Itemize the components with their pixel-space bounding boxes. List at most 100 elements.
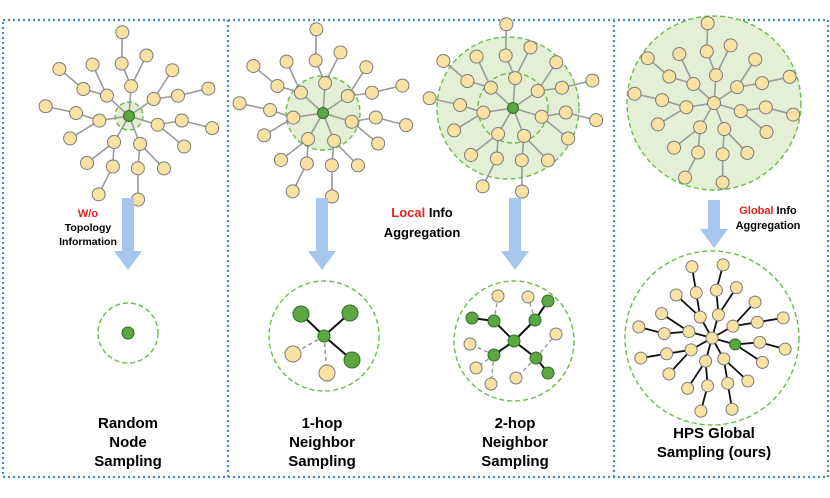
result-global-node	[684, 343, 698, 357]
graph-random-node	[91, 187, 106, 202]
graph-random-node	[170, 88, 185, 103]
graph-global-node	[691, 145, 706, 160]
result-global-node	[694, 404, 708, 418]
graph-2hop-node	[549, 55, 564, 70]
graph-global	[627, 16, 801, 190]
result-global-node	[753, 335, 767, 349]
graph-1hop-node	[270, 79, 285, 94]
down-arrow-head-2	[308, 251, 336, 270]
graph-global-node	[723, 38, 738, 53]
down-arrow-shaft-3	[509, 198, 521, 252]
result-global-node	[657, 327, 671, 341]
result-global-node	[682, 325, 696, 339]
result-2hop-green-node	[507, 334, 521, 348]
result-1hop-green-node	[341, 304, 359, 322]
graph-random-node	[177, 139, 192, 154]
result-2hop-green-node	[541, 366, 555, 380]
graph-2hop-node	[530, 84, 545, 99]
graph-1hop-green-node	[317, 107, 329, 119]
result-2hop-node	[484, 377, 498, 391]
graph-global-node	[740, 145, 755, 160]
graph-random-node	[80, 155, 95, 170]
graph-2hop-node	[475, 179, 490, 194]
result-global-node	[689, 286, 703, 300]
graph-random-node	[69, 106, 84, 121]
annotation-global-line2: Aggregation	[736, 220, 801, 232]
graph-2hop-node	[483, 80, 498, 95]
result-global-node	[721, 376, 735, 390]
down-arrow-shaft-4	[708, 200, 720, 230]
graph-2hop-node	[515, 184, 530, 199]
annotation-local-highlight: Local	[391, 205, 425, 220]
graph-2hop-node	[558, 105, 573, 120]
result-global-node	[693, 310, 707, 324]
result-2hop-green-node	[487, 348, 501, 362]
panel-1-title-line2: Node	[109, 434, 147, 451]
graph-2hop-node	[498, 48, 513, 63]
down-arrow-head-1	[114, 251, 142, 270]
graph-1hop-node	[286, 110, 301, 125]
graph-global-node	[717, 122, 732, 137]
result-global-node	[750, 315, 764, 329]
result-2hop-node	[521, 290, 535, 304]
graph-1hop-node	[263, 103, 278, 118]
result-global-node	[778, 342, 792, 356]
result-global-node	[716, 258, 730, 272]
graph-2hop-node	[554, 80, 569, 95]
graph-2hop-node	[514, 153, 529, 168]
graph-2hop-node	[517, 128, 532, 143]
result-ring-global	[624, 250, 800, 426]
annotation-global-rest: Info	[774, 205, 797, 217]
graph-global-node	[759, 125, 774, 140]
graph-random-node	[150, 117, 165, 132]
panel-3-title-line1: 2-hop	[495, 415, 536, 432]
graph-random-node	[133, 136, 148, 151]
graph-global-node	[699, 44, 714, 59]
graph-2hop-node	[491, 127, 506, 142]
result-global-node	[699, 354, 713, 368]
graph-random-node	[107, 135, 122, 150]
graph-2hop-node	[508, 71, 523, 86]
result-global-node	[755, 355, 769, 369]
annotation-local: Local Info	[391, 205, 452, 220]
graph-1hop	[232, 22, 414, 204]
graph-1hop-node	[308, 53, 323, 68]
graph-2hop-node	[476, 105, 491, 120]
result-global-node	[776, 311, 790, 325]
result-global-node	[748, 295, 762, 309]
graph-global-node	[700, 16, 715, 31]
graph-global-node	[786, 107, 801, 122]
result-global-node	[662, 367, 676, 381]
result-global-node	[660, 347, 674, 361]
graph-random-node	[52, 61, 67, 76]
graph-global-node	[730, 80, 745, 95]
panel-3-title-line3: Sampling	[481, 453, 549, 470]
graph-1hop-node	[350, 158, 365, 173]
annotation-local-rest: Info	[425, 205, 452, 220]
result-ring-2hop	[453, 280, 575, 402]
graph-random-node	[146, 92, 161, 107]
down-arrow-shaft-2	[316, 198, 328, 252]
graph-random-node	[156, 161, 171, 176]
graph-1hop-node	[368, 110, 383, 125]
graph-1hop-node	[333, 45, 348, 60]
graph-random-node	[85, 57, 100, 72]
result-ring-random	[97, 302, 159, 364]
graph-global-node	[748, 52, 763, 67]
graph-1hop-node	[344, 114, 359, 129]
graph-global-node	[686, 77, 701, 92]
result-global-node	[634, 351, 648, 365]
graph-2hop-node	[499, 17, 514, 32]
graph-1hop-node	[327, 133, 342, 148]
graph-2hop-node	[464, 147, 479, 162]
graph-1hop-node	[340, 89, 355, 104]
graph-global-node	[708, 68, 723, 83]
graph-1hop-node	[299, 156, 314, 171]
result-2hop	[463, 289, 563, 391]
graph-2hop-node	[489, 151, 504, 166]
graph-global-node	[672, 47, 687, 62]
panel-borders	[1, 18, 830, 479]
graph-random-node	[124, 79, 139, 94]
graph-2hop-node	[534, 109, 549, 124]
result-2hop-green-node	[487, 314, 501, 328]
